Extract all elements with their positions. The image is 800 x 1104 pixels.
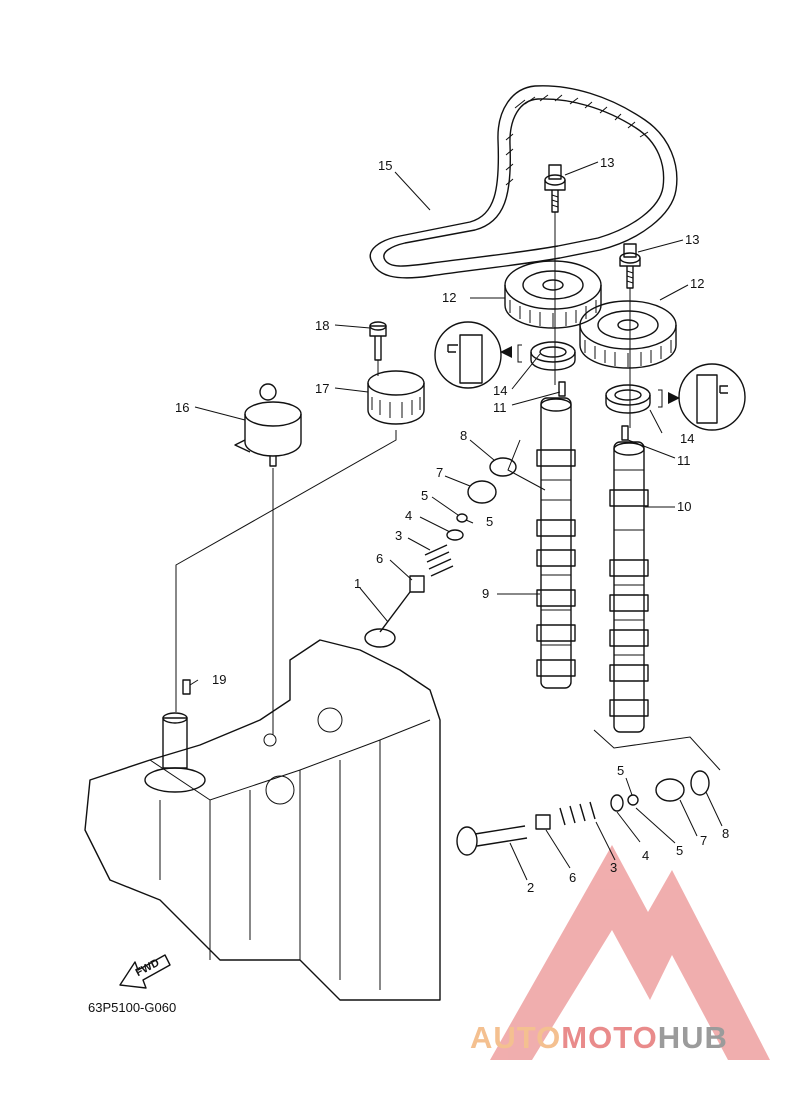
label-6: 6 <box>376 551 383 566</box>
cam-sprocket-1 <box>504 260 602 329</box>
label-1: 1 <box>354 576 361 591</box>
label-4: 4 <box>405 508 412 523</box>
label-17: 17 <box>315 381 329 396</box>
cam-sprocket-2 <box>579 300 677 369</box>
diagram-code: 63P5100-G060 <box>88 1000 176 1015</box>
belt-tensioner <box>234 383 302 467</box>
label-16: 16 <box>175 400 189 415</box>
label-5: 5 <box>676 843 683 858</box>
timing-belt <box>369 85 678 279</box>
label-2: 2 <box>527 880 534 895</box>
oil-seal-2 <box>605 384 651 414</box>
label-12: 12 <box>690 276 704 291</box>
watermark-auto: AUTO <box>470 1020 562 1055</box>
dowel-pin-2 <box>621 425 629 441</box>
label-10: 10 <box>677 499 691 514</box>
callout-labels: 15 13 13 12 12 18 17 16 14 14 11 11 10 9… <box>175 155 729 895</box>
leader-lines <box>175 161 723 881</box>
label-5: 5 <box>486 514 493 529</box>
label-19: 19 <box>212 672 226 687</box>
sprocket-bolt-1 <box>544 164 566 213</box>
label-11: 11 <box>493 400 507 415</box>
label-12: 12 <box>442 290 456 305</box>
camshaft-intake <box>536 397 576 689</box>
valve-lifter-upper <box>364 457 517 648</box>
label-8: 8 <box>460 428 467 443</box>
sprocket-bolt-2 <box>619 243 641 289</box>
watermark-hub: HUB <box>657 1020 728 1055</box>
label-14: 14 <box>493 383 507 398</box>
label-13: 13 <box>600 155 614 170</box>
grease-callout-1 <box>434 321 522 389</box>
label-6: 6 <box>569 870 576 885</box>
label-5: 5 <box>617 763 624 778</box>
grease-callout-2 <box>658 363 746 431</box>
label-3: 3 <box>395 528 402 543</box>
label-7: 7 <box>700 833 707 848</box>
forward-arrow <box>119 954 171 989</box>
label-18: 18 <box>315 318 329 333</box>
camshaft-exhaust <box>609 441 649 733</box>
label-5: 5 <box>421 488 428 503</box>
idler-bolt <box>369 321 387 361</box>
valve-lifter-lower <box>456 770 710 856</box>
label-15: 15 <box>378 158 392 173</box>
fwd-label: FWD <box>134 957 162 979</box>
cylinder-head <box>84 639 441 1001</box>
watermark-moto: MOTO <box>561 1020 658 1055</box>
label-9: 9 <box>482 586 489 601</box>
label-8: 8 <box>722 826 729 841</box>
dowel-pin-1 <box>558 381 566 397</box>
idler-pulley <box>367 370 425 425</box>
label-7: 7 <box>436 465 443 480</box>
label-11: 11 <box>677 453 691 468</box>
watermark-text: AUTOMOTOHUB <box>470 1020 800 1060</box>
label-14: 14 <box>680 431 694 446</box>
label-13: 13 <box>685 232 699 247</box>
dowel-pin-19 <box>182 679 191 695</box>
watermark-logo <box>490 845 770 1060</box>
oil-seal-1 <box>530 341 576 371</box>
label-3: 3 <box>610 860 617 875</box>
label-4: 4 <box>642 848 649 863</box>
